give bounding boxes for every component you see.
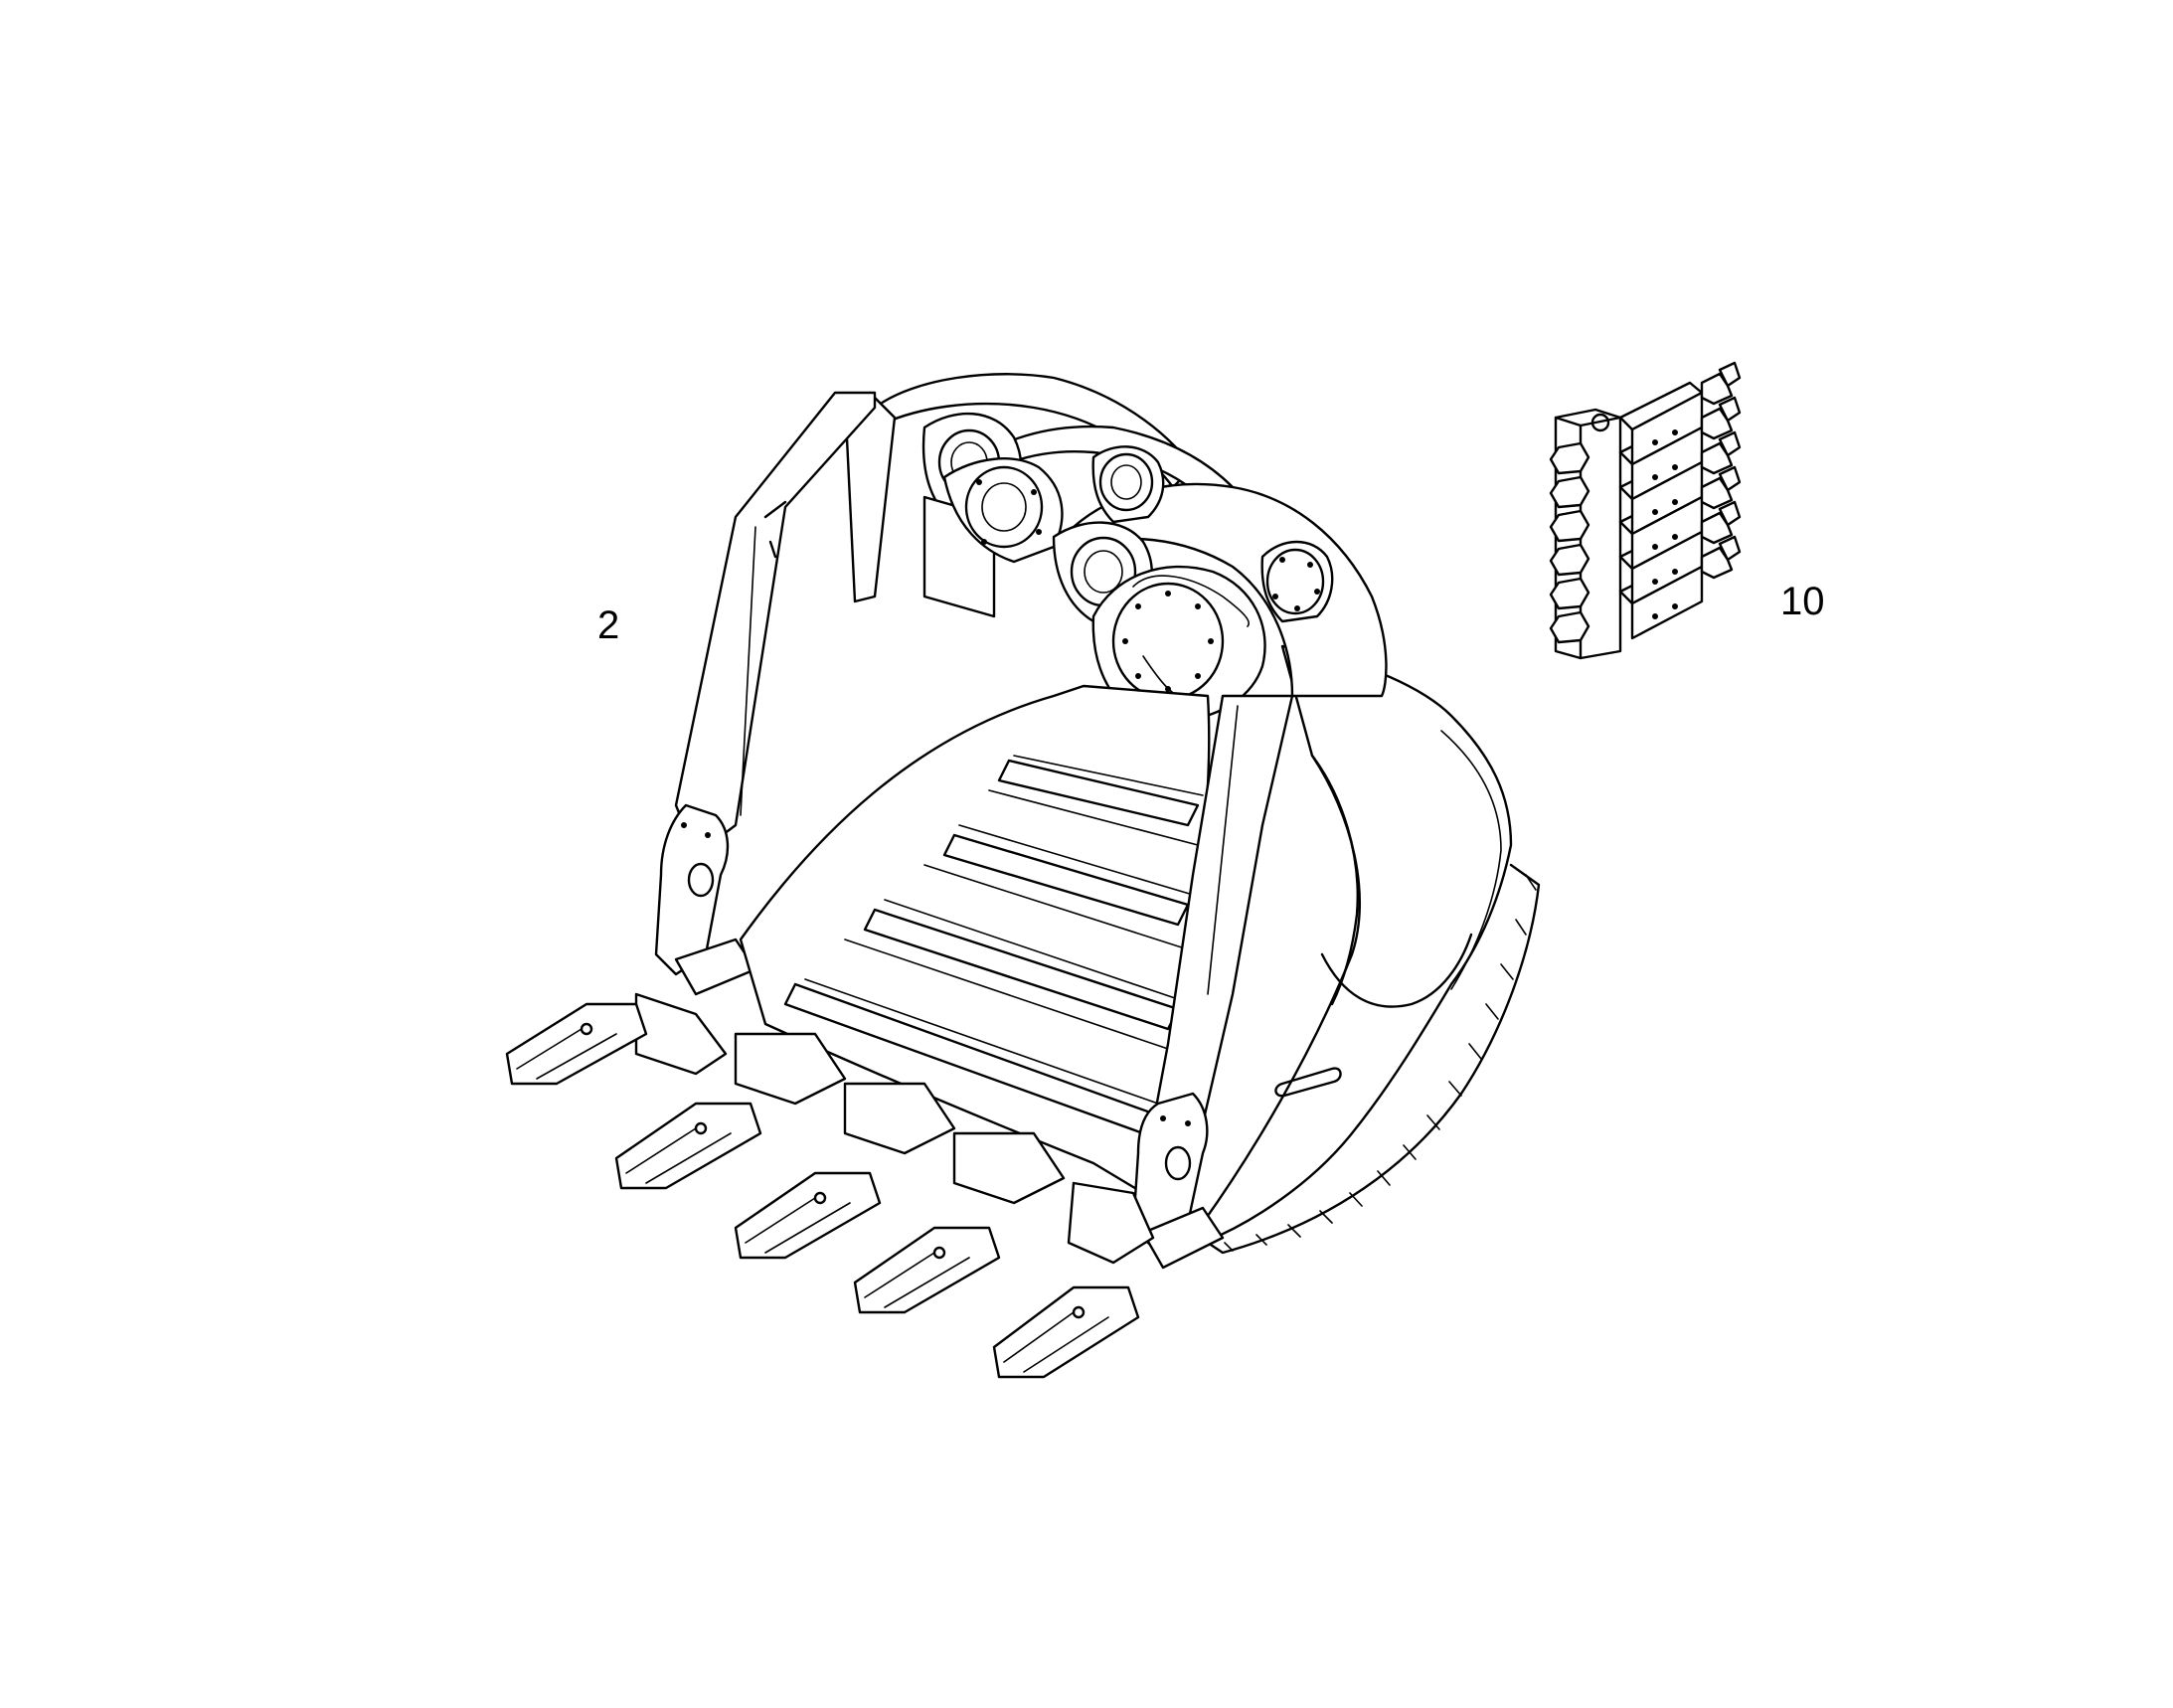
callout-label-10: 10 xyxy=(1780,580,1825,623)
bucket-tooth-2 xyxy=(614,1032,847,1190)
bucket-teeth xyxy=(505,992,1155,1379)
bucket-tooth-1 xyxy=(505,992,728,1086)
bucket-left-side-plate xyxy=(654,391,877,996)
bucket-floor-liners xyxy=(739,684,1211,1195)
bucket-side-shell xyxy=(1201,644,1513,1245)
bucket-wear-strip xyxy=(1206,863,1541,1255)
bucket-assembly xyxy=(505,373,1541,1379)
bucket-right-side-plate xyxy=(1131,694,1294,1270)
bucket-tooth-3 xyxy=(734,1082,956,1260)
bucket-tooth-4 xyxy=(853,1131,1066,1314)
bucket-hinge-bosses xyxy=(843,373,1388,723)
callout-label-2: 2 xyxy=(597,603,620,647)
bucket-tooth-5 xyxy=(992,1181,1155,1379)
distributor-bolt-heads xyxy=(1549,441,1590,644)
distributor-outlets xyxy=(1618,361,1742,640)
lube-distributor-block xyxy=(1549,361,1742,660)
